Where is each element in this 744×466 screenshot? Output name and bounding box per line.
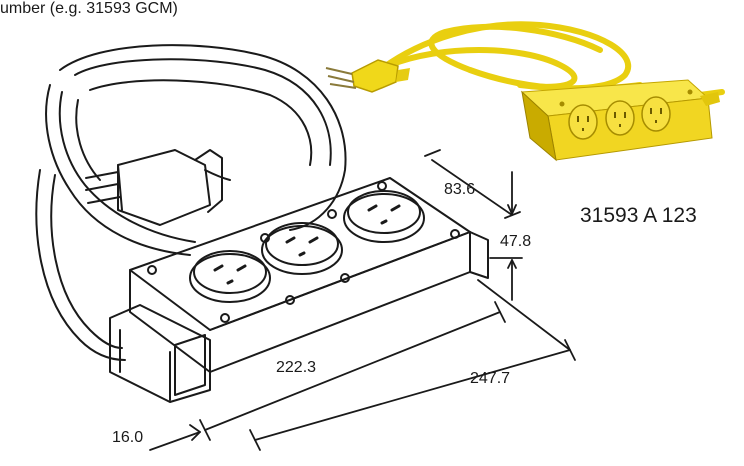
receptacles-drawing: [189, 190, 425, 303]
dimension-depth-label: 83.6: [444, 181, 475, 198]
caption-text: umber (e.g. 31593 GCM): [0, 0, 178, 17]
plug-drawing: [85, 149, 231, 226]
coiled-cord: [35, 44, 347, 361]
strip-box-drawing: [109, 177, 489, 403]
part-number-label: 31593 A 123: [580, 204, 697, 227]
dimension-end-cap-label: 16.0: [112, 429, 143, 446]
dimension-height-label: 47.8: [500, 233, 531, 250]
dimension-overall-length-label: 247.7: [470, 370, 510, 387]
yellow-plug: [325, 59, 410, 93]
dimension-lines: [149, 149, 576, 451]
yellow-strip-box: [520, 79, 720, 162]
dimension-inner-length-label: 222.3: [276, 359, 316, 376]
